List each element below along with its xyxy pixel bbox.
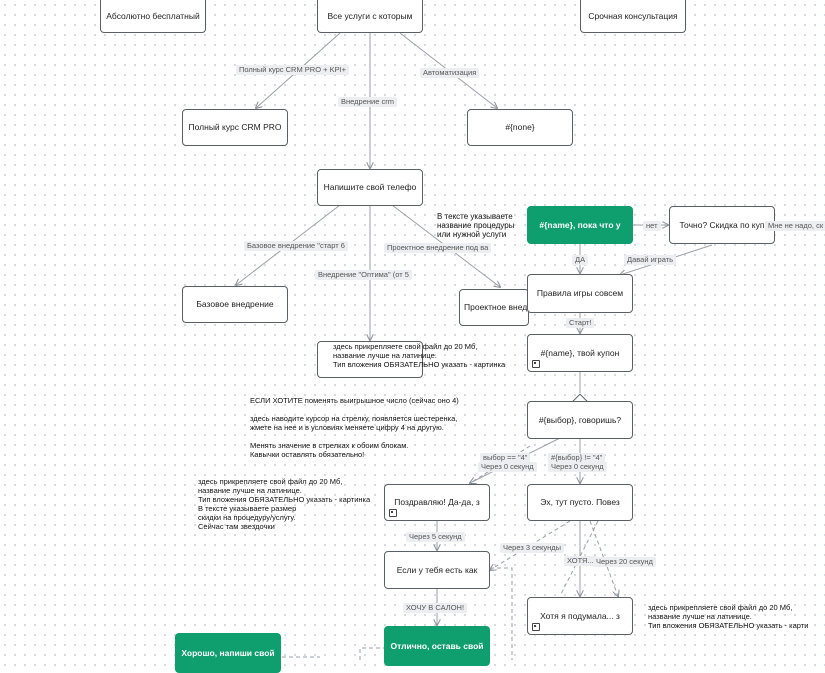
- node-although-thought[interactable]: Хотя я подумала... з: [527, 597, 633, 635]
- note-attach-file-1: здесь прикрепляете свой файл до 20 Мб, н…: [333, 342, 506, 369]
- node-all-services[interactable]: Все услуги с которым: [317, 0, 423, 33]
- edge-label-yes[interactable]: ДА: [572, 255, 589, 265]
- node-label: Проектное внедр: [464, 302, 529, 312]
- node-label: Правила игры совсем: [536, 288, 624, 298]
- node-label: Срочная консультация: [588, 10, 678, 21]
- node-great-leave[interactable]: Отлично, оставь свой: [384, 626, 490, 666]
- node-crm-course[interactable]: Полный курс CRM PRO: [182, 109, 288, 146]
- node-label: Абсолютно бесплатный: [106, 10, 200, 21]
- node-label: Напишите свой телефо: [323, 182, 417, 192]
- edge-ifyou-down-dashed: [490, 567, 513, 660]
- node-optima-block[interactable]: [317, 341, 423, 378]
- edge-label-automation[interactable]: Автоматизация: [420, 68, 480, 78]
- node-label: Полный курс CRM PRO: [188, 122, 282, 132]
- node-good-write[interactable]: Хорошо, напиши свой: [175, 633, 281, 673]
- image-attachment-icon: [532, 623, 540, 631]
- node-write-phone[interactable]: Напишите свой телефо: [317, 169, 423, 206]
- edge-label-impl-crm[interactable]: Внедрение crm: [338, 97, 397, 107]
- node-name-coupon[interactable]: #{name}, твой купон: [527, 334, 633, 372]
- node-basic-impl[interactable]: Базовое внедрение: [182, 286, 288, 323]
- node-label: #{none}: [505, 122, 535, 132]
- edge-label-after0-b[interactable]: Через 0 секунд: [548, 462, 607, 472]
- node-label: #{name}, пока что у: [539, 219, 621, 230]
- node-none-var[interactable]: #{none}: [467, 109, 573, 146]
- edge-label-start[interactable]: Старт!: [566, 318, 595, 328]
- note-attach-file-2: здесь прикрепляете свой файл до 20 Мб, н…: [198, 477, 371, 531]
- node-label: Базовое внедрение: [196, 299, 274, 309]
- node-game-rules[interactable]: Правила игры совсем: [527, 274, 633, 313]
- edge-label-want[interactable]: ХОТЯ...: [564, 556, 597, 566]
- node-label: Хотя я подумала... з: [540, 610, 620, 621]
- edge-label-choice-neq[interactable]: #{выбор} != "4": [548, 453, 606, 463]
- edge-label-crm-kpi[interactable]: Полный курс CRM PRO + KPI+: [236, 65, 350, 75]
- node-label: Все услуги с которым: [327, 10, 413, 21]
- node-label: Отлично, оставь свой: [390, 640, 484, 651]
- edge-label-after20[interactable]: Через 20 секунд: [593, 557, 656, 567]
- edge-label-after3[interactable]: Через 3 секунды: [500, 543, 565, 553]
- note-text-procedure: В тексте указываете название процедуры и…: [437, 212, 515, 239]
- node-congrats[interactable]: Поздравляю! Да-да, з: [384, 484, 490, 521]
- node-label: Если у тебя есть как: [396, 564, 478, 575]
- edge-label-basic-start[interactable]: Базовое внедрение "старт 6: [244, 241, 348, 251]
- image-attachment-icon: [532, 360, 540, 368]
- node-label: Хорошо, напиши свой: [181, 647, 275, 658]
- node-if-you-have[interactable]: Если у тебя есть как: [384, 551, 490, 589]
- node-empty-again[interactable]: Эх, тут пусто. Повез: [527, 484, 633, 521]
- edge-label-want-salon[interactable]: ХОЧУ В САЛОН!: [403, 603, 468, 613]
- node-label: Поздравляю! Да-да, з: [394, 497, 480, 507]
- edge-label-choice-eq[interactable]: выбор == "4": [480, 453, 531, 463]
- edge-label-dont-need[interactable]: Мне не надо, ск: [765, 221, 825, 231]
- edge-label-project-pod[interactable]: Проектное внедрение под ва: [384, 243, 492, 253]
- node-label: #{name}, твой купон: [540, 347, 620, 358]
- node-label: Точно? Скидка по куп: [679, 219, 765, 230]
- node-urgent-consult[interactable]: Срочная консультация: [580, 0, 686, 33]
- edge-label-after5[interactable]: Через 5 секунд: [406, 532, 465, 542]
- node-absolutely-free[interactable]: Абсолютно бесплатный: [100, 0, 206, 33]
- node-project-impl[interactable]: Проектное внедр: [459, 289, 529, 326]
- edge-label-optima[interactable]: Внедрение "Оптима" (от 5: [315, 270, 412, 280]
- edge-label-after0-a[interactable]: Через 0 секунд: [478, 462, 537, 472]
- image-attachment-icon: [389, 509, 397, 517]
- node-choice-say[interactable]: #{выбор}, говоришь?: [527, 401, 633, 439]
- note-attach-file-3: здесь прикрепляете свой файл до 20 Мб, н…: [648, 603, 809, 630]
- node-sure-discount[interactable]: Точно? Скидка по куп: [669, 206, 775, 244]
- node-name-bye[interactable]: #{name}, пока что у: [527, 206, 633, 244]
- edge-label-no[interactable]: нет: [643, 221, 661, 231]
- note-change-number: ЕСЛИ ХОТИТЕ поменять выигрышное число (с…: [250, 396, 459, 459]
- node-label: #{выбор}, говоришь?: [538, 414, 622, 425]
- edge-great-dashed: [359, 647, 384, 660]
- node-label: Эх, тут пусто. Повез: [540, 497, 620, 507]
- edge-label-lets-play[interactable]: Давай играть: [624, 255, 677, 265]
